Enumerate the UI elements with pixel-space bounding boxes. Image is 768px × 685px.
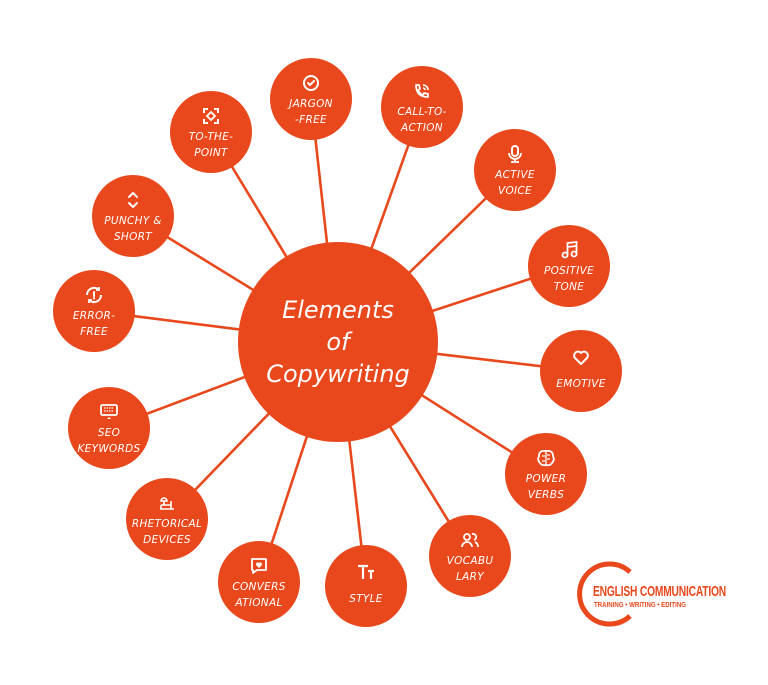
text-size-icon bbox=[358, 564, 374, 579]
node-power-verbs: POWER VERBS bbox=[505, 433, 587, 515]
node-label-line: EMOTIVE bbox=[556, 378, 605, 390]
node-call-to-action: CALL-TO- ACTION bbox=[381, 66, 463, 148]
node-label-line: PUNCHY & bbox=[104, 215, 161, 227]
node-seo-keywords: SEO KEYWORDS bbox=[68, 387, 150, 469]
node-circle bbox=[528, 225, 610, 307]
logo-title: ENGLISH COMMUNICATION bbox=[593, 583, 726, 600]
chevron-up-down-icon bbox=[128, 192, 138, 208]
node-circle bbox=[540, 330, 622, 412]
node-label-line: CONVERS bbox=[232, 581, 285, 593]
phone-call-icon bbox=[415, 84, 429, 98]
node-circle bbox=[218, 541, 300, 623]
node-label-line: DEVICES bbox=[143, 534, 191, 546]
node-to-the-point: TO-THE- POINT bbox=[170, 91, 252, 173]
hub-title-line-3: Copywriting bbox=[266, 360, 410, 388]
node-label-line: FREE bbox=[80, 326, 108, 338]
node-label-line: TO-THE- bbox=[189, 131, 234, 143]
hub-title-line-1: Elements bbox=[282, 296, 394, 324]
node-label-line: ACTIVE bbox=[494, 169, 535, 181]
node-punchy-short: PUNCHY & SHORT bbox=[92, 175, 174, 257]
logo-c-arc-icon bbox=[577, 561, 632, 627]
node-circle bbox=[92, 175, 174, 257]
brain-icon bbox=[537, 449, 555, 467]
satellite-nodes: JARGON -FREE CALL-TO- ACTION TO-THE- POINT ACT… bbox=[53, 58, 622, 627]
focus-target-icon bbox=[203, 108, 219, 124]
node-circle bbox=[325, 545, 407, 627]
node-circle bbox=[53, 270, 135, 352]
microphone-icon bbox=[508, 145, 522, 163]
node-circle bbox=[68, 387, 150, 469]
keyboard-icon bbox=[100, 404, 118, 419]
node-label-line: STYLE bbox=[349, 593, 383, 605]
check-circle-icon bbox=[303, 75, 319, 91]
node-label-line: SHORT bbox=[114, 231, 153, 243]
node-active-voice: ACTIVE VOICE bbox=[474, 129, 556, 211]
refresh-alert-icon bbox=[85, 286, 103, 304]
hub-title-line-2: of bbox=[326, 328, 353, 356]
node-circle bbox=[126, 478, 208, 560]
logo-subtitle: TRAINING • WRITING • EDITING bbox=[594, 600, 686, 609]
node-style: STYLE bbox=[325, 545, 407, 627]
node-label-line: -FREE bbox=[295, 114, 327, 126]
node-circle bbox=[170, 91, 252, 173]
node-label-line: VOICE bbox=[498, 185, 532, 197]
hub-node: Elements of Copywriting bbox=[238, 242, 438, 442]
node-circle bbox=[270, 58, 352, 140]
node-error-free: ERROR- FREE bbox=[53, 270, 135, 352]
node-circle bbox=[429, 515, 511, 597]
node-label-line: SEO bbox=[98, 427, 120, 439]
node-label-line: RHETORICAL bbox=[132, 518, 202, 530]
message-heart-icon bbox=[251, 558, 267, 574]
brand-logo: ENGLISH COMMUNICATION TRAINING • WRITING… bbox=[577, 561, 726, 627]
desk-lamp-icon bbox=[160, 497, 174, 510]
node-label-line: POINT bbox=[194, 147, 229, 159]
node-rhetorical-devices: RHETORICAL DEVICES bbox=[126, 478, 208, 560]
node-jargon-free: JARGON -FREE bbox=[270, 58, 352, 140]
node-label-line: JARGON bbox=[287, 98, 333, 110]
node-label-line: VOCABU bbox=[447, 555, 494, 567]
node-label-line: ACTION bbox=[400, 122, 443, 134]
node-label-line: ERROR- bbox=[73, 310, 115, 322]
node-vocabulary: VOCABU LARY bbox=[429, 515, 511, 597]
node-label-line: POWER bbox=[526, 473, 566, 485]
hub-circle bbox=[238, 242, 438, 442]
node-circle bbox=[381, 66, 463, 148]
node-label-line: ATIONAL bbox=[234, 597, 282, 609]
node-label-line: LARY bbox=[456, 571, 485, 583]
node-circle bbox=[474, 129, 556, 211]
users-icon bbox=[461, 532, 479, 548]
node-circle bbox=[505, 433, 587, 515]
node-conversational: CONVERS ATIONAL bbox=[218, 541, 300, 623]
node-label-line: POSITIVE bbox=[544, 265, 594, 277]
heart-icon bbox=[573, 350, 589, 365]
node-label-line: TONE bbox=[554, 281, 584, 293]
node-label-line: KEYWORDS bbox=[77, 443, 140, 455]
node-label-line: VERBS bbox=[528, 489, 565, 501]
node-label-line: CALL-TO- bbox=[397, 106, 446, 118]
node-positive-tone: POSITIVE TONE bbox=[528, 225, 610, 307]
node-emotive: EMOTIVE bbox=[540, 330, 622, 412]
music-note-icon bbox=[561, 240, 578, 259]
